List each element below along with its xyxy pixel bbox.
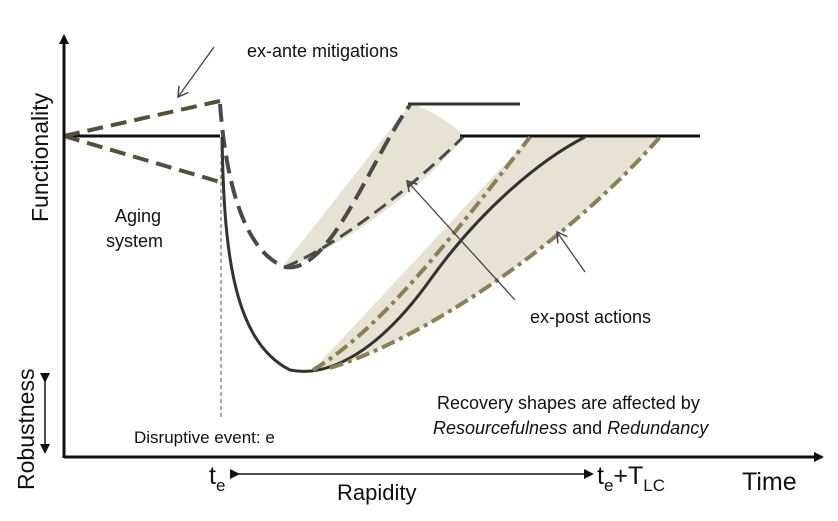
shaded-area-right	[313, 137, 660, 370]
resourcefulness-term: Resourcefulness	[433, 418, 567, 438]
recovery-solid-curve	[220, 135, 586, 373]
aging-label-line1: Aging	[115, 206, 161, 226]
ex-post-label: ex-post actions	[530, 307, 651, 327]
te-label: te	[209, 462, 225, 495]
recovery-bound-left	[311, 135, 532, 372]
ex-ante-pointer	[178, 46, 215, 97]
ex-post-pointer-lower	[557, 232, 586, 273]
x-axis-label: Time	[742, 468, 797, 496]
aging-label-line2: system	[106, 231, 163, 251]
shaded-area-ex-post-dashed	[282, 103, 465, 267]
redundancy-term: Redundancy	[607, 418, 709, 438]
robustness-label: Robustness	[13, 369, 39, 490]
recovery-note-line1: Recovery shapes are affected by	[437, 393, 700, 413]
rapidity-label: Rapidity	[337, 480, 416, 505]
recovery-bound-right	[329, 135, 662, 370]
disruptive-event-label: Disruptive event: e	[134, 428, 275, 447]
recovery-note-line2: Resourcefulness and Redundancy	[433, 418, 709, 438]
ex-post-pointer-upper	[407, 181, 516, 301]
ex-ante-upper-dashed	[63, 99, 221, 138]
ex-post-dashed-inner	[284, 135, 465, 269]
aging-lower-dashed	[63, 134, 221, 184]
ex-ante-label: ex-ante mitigations	[247, 41, 398, 61]
y-axis-label: Functionality	[27, 92, 53, 222]
te-plus-tlc-label: te+TLC	[597, 462, 665, 495]
recovery-and: and	[567, 418, 607, 438]
